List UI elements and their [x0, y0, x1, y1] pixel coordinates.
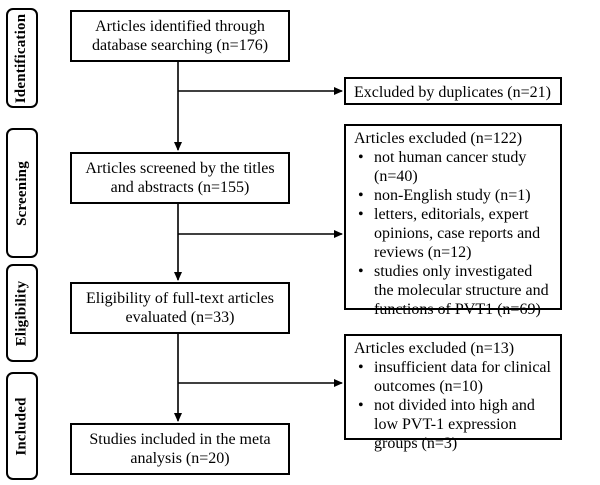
list-item: not human cancer study (n=40): [358, 148, 552, 186]
box-identified: Articles identified through database sea…: [70, 10, 290, 62]
box-included: Studies included in the meta analysis (n…: [70, 423, 290, 475]
excluded-eligibility-title: Articles excluded (n=13): [354, 340, 515, 357]
stage-included: Included: [6, 372, 38, 480]
stage-eligibility: Eligibility: [6, 264, 38, 362]
excluded-screening-title: Articles excluded (n=122): [354, 130, 523, 147]
list-item: studies only investigated the molecular …: [358, 262, 552, 319]
box-eligibility: Eligibility of full-text articles evalua…: [70, 282, 290, 334]
excluded-screening-list: not human cancer study (n=40) non-Englis…: [354, 148, 552, 319]
list-item: letters, editorials, expert opinions, ca…: [358, 205, 552, 262]
list-item: non-English study (n=1): [358, 186, 552, 205]
stage-screening: Screening: [6, 128, 38, 258]
box-excluded-eligibility: Articles excluded (n=13) insufficient da…: [344, 334, 562, 452]
list-item: not divided into high and low PVT-1 expr…: [358, 396, 552, 453]
box-excluded-duplicates: Excluded by duplicates (n=21): [344, 77, 562, 105]
list-item: insufficient data for clinical outcomes …: [358, 358, 552, 396]
box-screened: Articles screened by the titles and abst…: [70, 152, 290, 204]
stage-identification: Identification: [6, 8, 38, 108]
box-excluded-screening: Articles excluded (n=122) not human canc…: [344, 124, 562, 318]
excluded-eligibility-list: insufficient data for clinical outcomes …: [354, 358, 552, 453]
